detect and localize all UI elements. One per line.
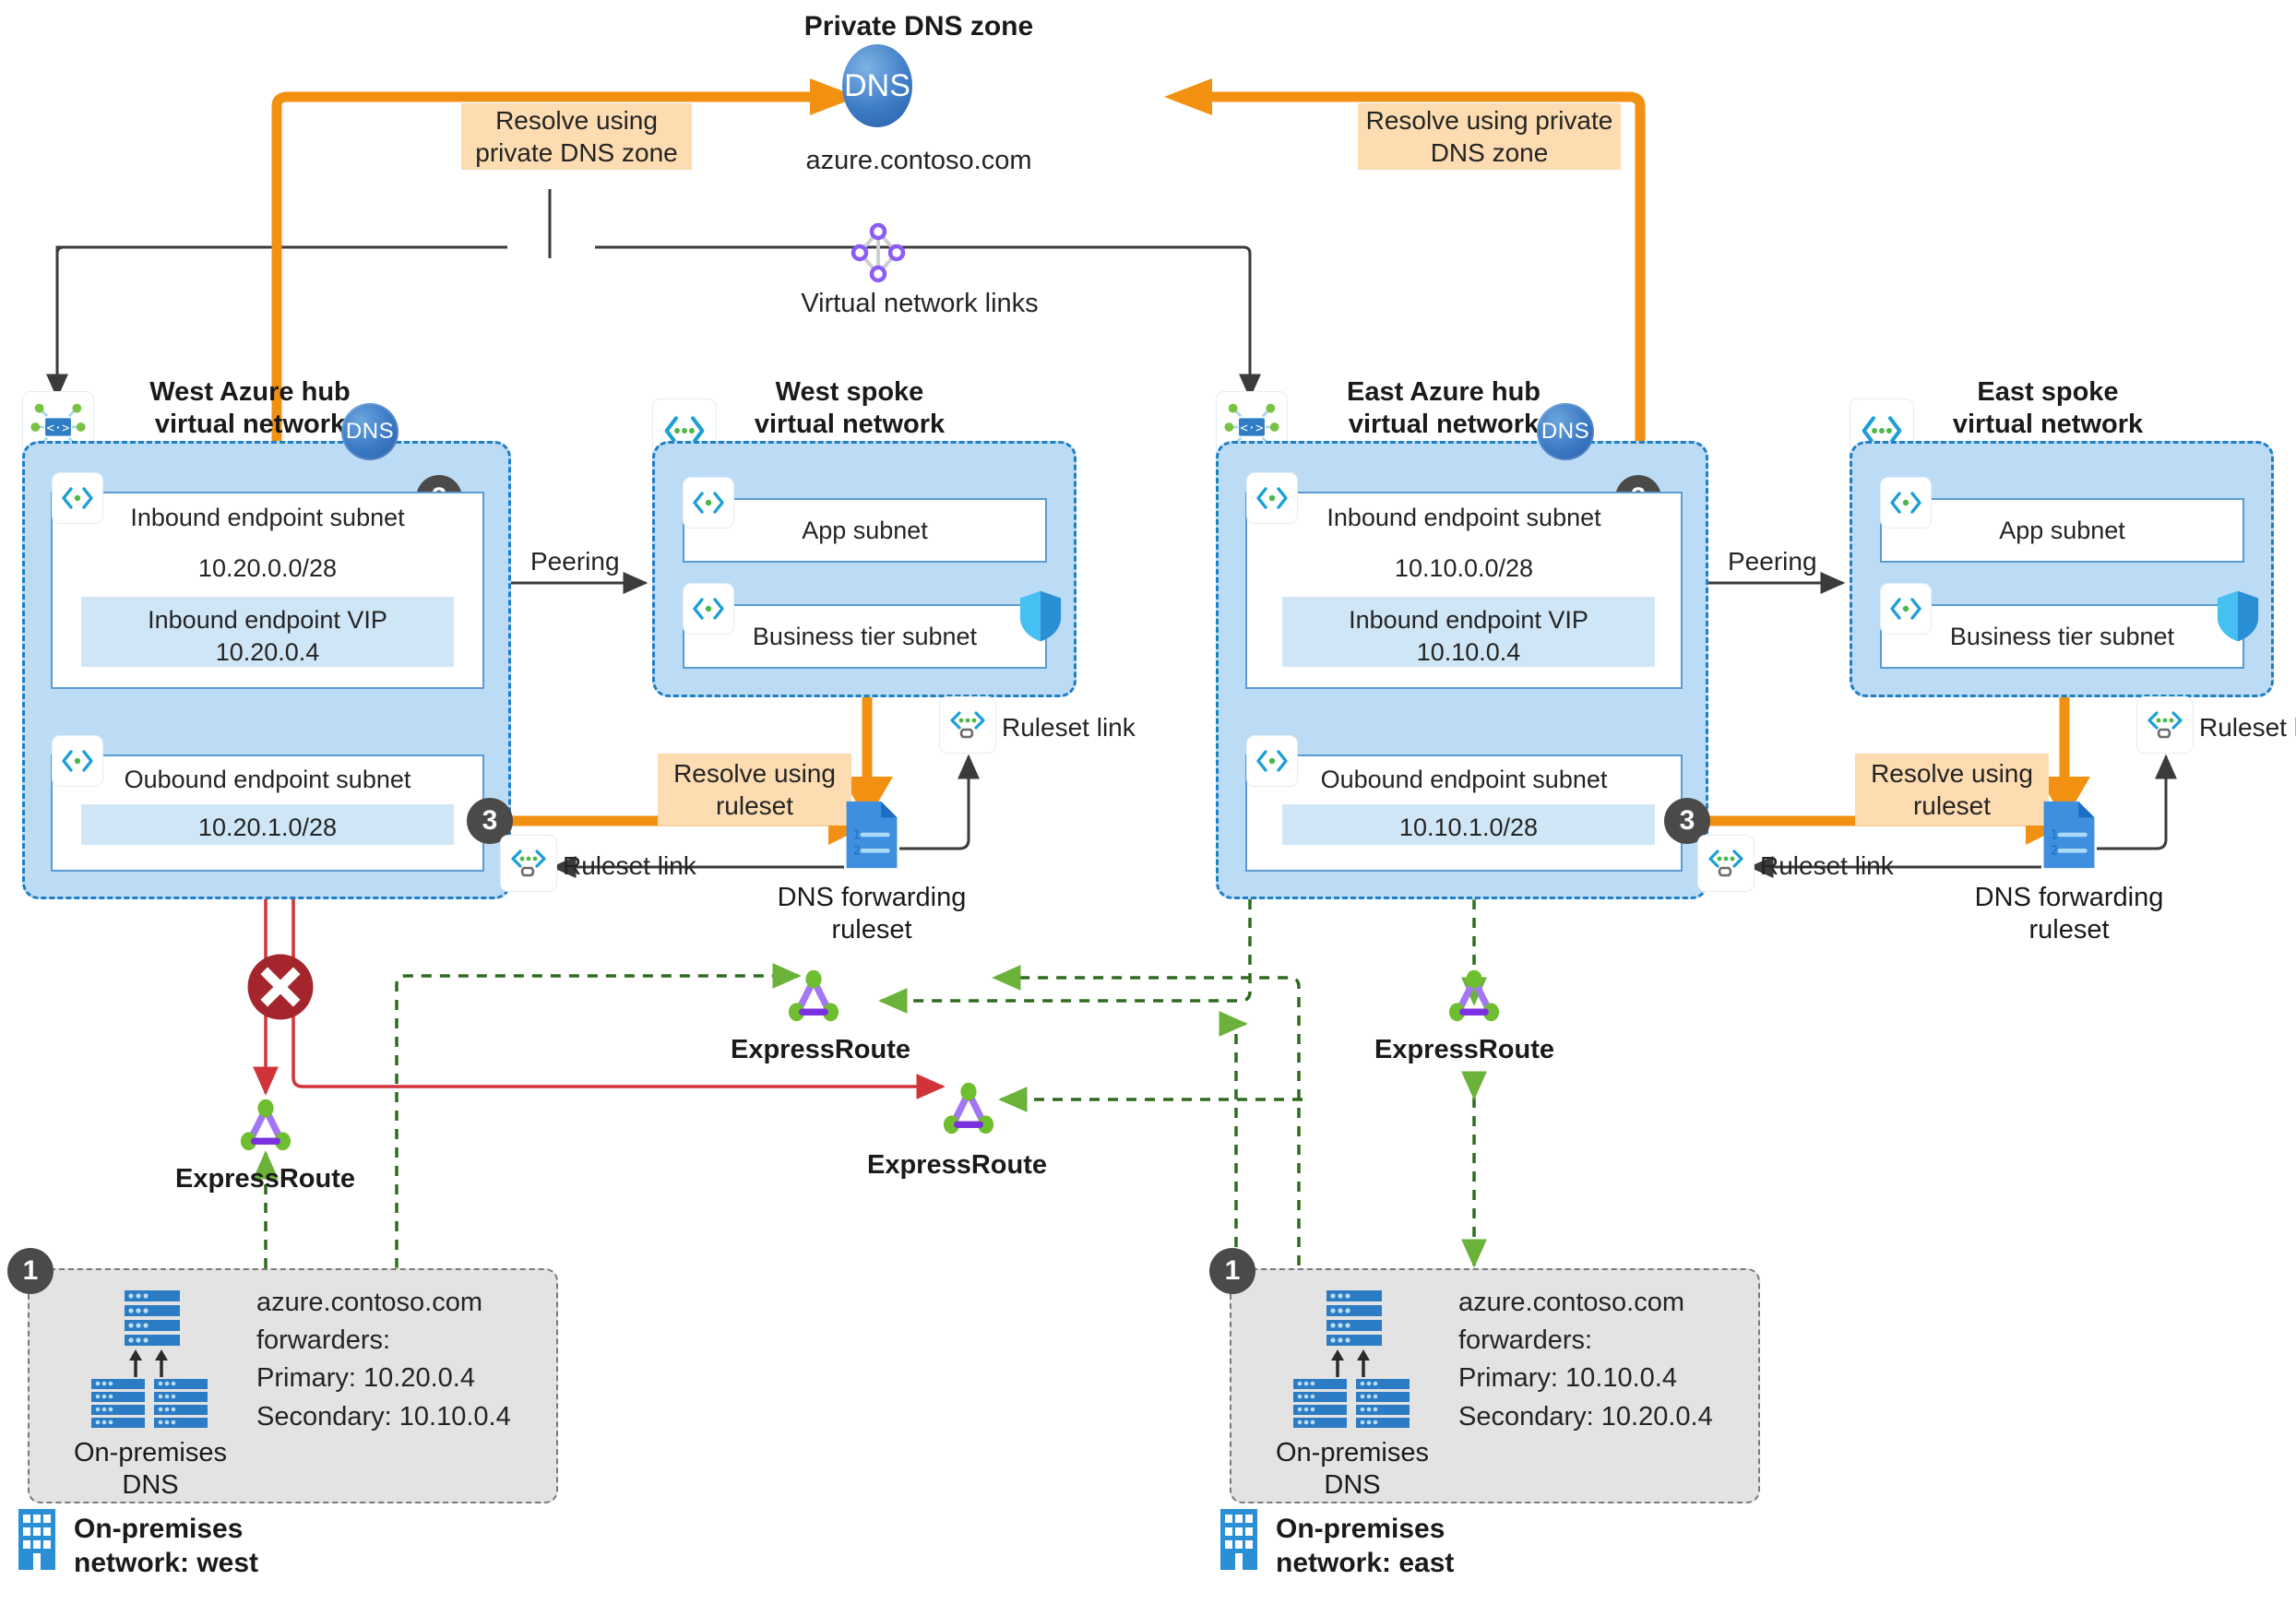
shield-icon [1017,588,1065,644]
expressroute-icon [1445,968,1504,1024]
dns-servers-icon [1271,1287,1428,1430]
expressroute-label: ExpressRoute [175,1164,356,1194]
callout-resolve-ruleset-east: Resolve using ruleset [1855,754,2049,826]
east-hub-dns-badge: DNS [1537,403,1594,460]
badge-step1-west: 1 [7,1248,54,1294]
west-inbound-vip-address: 10.20.0.4 [215,638,320,667]
peering-west-label: Peering [530,547,620,576]
expressroute-icon [939,1081,998,1136]
west-inbound-subnet-label: Inbound endpoint subnet [130,504,405,531]
svg-text:2: 2 [2051,845,2058,859]
east-inbound-vip: Inbound endpoint VIP 10.10.0.4 [1282,597,1655,667]
svg-text:<·>: <·> [1240,421,1263,435]
blocked-x-icon [245,952,315,1022]
west-ruleset-to-spoke-link [899,754,980,850]
green-expressroute-paths [253,873,1487,1295]
ruleset-document-icon: 1 2 [843,799,900,871]
callout-resolve-ruleset-west: Resolve using ruleset [658,754,851,826]
east-outbound-subnet-cidr: 10.10.1.0/28 [1398,814,1539,841]
east-ruleset-to-spoke-link [2097,754,2177,850]
west-outbound-cidr-box: 10.20.1.0/28 [81,804,454,845]
badge-step1-east: 1 [1209,1248,1255,1294]
subnet-icon [52,735,103,787]
east-hub-ruleset-link-label: Ruleset link [1760,851,1894,880]
callout-resolve-private-dns-west: Resolve using private DNS zone [461,103,692,170]
east-spoke-app-subnet-label: App subnet [1999,517,2125,544]
east-spoke-business-subnet-label: Business tier subnet [1949,623,2175,650]
east-ruleset-title: DNS forwarding ruleset [1974,883,2164,945]
west-ruleset-title: DNS forwarding ruleset [777,883,967,945]
building-icon [1219,1507,1259,1572]
building-icon [17,1507,57,1572]
onprem-west-dns-label: On-premises DNS [74,1438,227,1501]
west-hub-ruleset-link-label: Ruleset link [563,851,696,880]
expressroute-label: ExpressRoute [731,1035,911,1064]
vnet-link-west-arrow [46,245,68,399]
west-spoke-ruleset-link-label: Ruleset link [1002,713,1136,742]
ruleset-document-icon: 1 2 [2040,799,2098,871]
expressroute-icon [784,968,843,1024]
private-dns-zone-title: Private DNS zone [803,11,1034,42]
west-outbound-subnet-cidr: 10.20.1.0/28 [197,814,338,841]
virtual-network-links-icon [845,220,911,286]
east-inbound-subnet-label: Inbound endpoint subnet [1326,504,1601,531]
svg-text:<·>: <·> [46,421,69,435]
ruleset-link-icon [939,696,996,754]
expressroute-icon [236,1098,295,1153]
west-hub-title: West Azure hub virtual network [149,377,351,440]
east-spoke-ruleset-link-label: Ruleset link [2199,713,2296,742]
east-outbound-subnet-label: Oubound endpoint subnet [1320,766,1608,793]
expressroute-label: ExpressRoute [1374,1035,1555,1064]
onprem-west-network-label: On-premises network: west [74,1514,259,1578]
west-inbound-vip: Inbound endpoint VIP 10.20.0.4 [81,597,454,667]
east-inbound-vip-address: 10.10.0.4 [1416,638,1521,667]
east-hub-title: East Azure hub virtual network [1346,377,1541,440]
virtual-network-links-label: Virtual network links [801,289,1039,318]
dns-globe-label: DNS [844,67,910,103]
ruleset-link-icon [1697,835,1755,892]
east-outbound-cidr-box: 10.10.1.0/28 [1282,804,1655,845]
dns-servers-icon [69,1287,226,1430]
east-spoke-business-subnet [1880,604,2244,669]
west-spoke-app-subnet-label: App subnet [802,517,928,544]
east-inbound-subnet-cidr: 10.10.0.0/28 [1394,554,1534,582]
east-spoke-title: East spoke virtual network [1952,377,2144,440]
west-spoke-app-subnet [683,498,1047,563]
onprem-west-forwarders: azure.contoso.com forwarders: Primary: 1… [256,1288,511,1432]
svg-text:1: 1 [853,828,861,842]
ruleset-link-icon [2136,696,2194,754]
onprem-east-dns-label: On-premises DNS [1276,1438,1429,1501]
expressroute-label: ExpressRoute [867,1150,1048,1180]
east-hub-dns-label: DNS [1541,419,1590,444]
west-hub-dns-label: DNS [345,419,395,444]
west-inbound-subnet-cidr: 10.20.0.0/28 [197,554,338,582]
onprem-east-forwarders: azure.contoso.com forwarders: Primary: 1… [1458,1288,1713,1432]
subnet-icon [1246,472,1298,524]
west-outbound-subnet-label: Oubound endpoint subnet [124,766,411,793]
onprem-east-network-label: On-premises network: east [1276,1514,1455,1578]
green-onprem-east-link [1219,1011,1248,1265]
east-inbound-vip-label: Inbound endpoint VIP [1349,606,1588,634]
west-inbound-vip-label: Inbound endpoint VIP [148,606,387,634]
dns-globe-icon: DNS [842,44,912,127]
svg-text:1: 1 [2051,828,2058,842]
west-hub-dns-badge: DNS [341,403,399,460]
shield-icon [2214,588,2262,644]
svg-text:2: 2 [853,845,861,859]
ruleset-link-icon [500,835,557,892]
peering-east-label: Peering [1728,547,1817,576]
east-spoke-app-subnet [1880,498,2244,563]
callout-resolve-private-dns-east: Resolve using private DNS zone [1358,103,1621,170]
west-spoke-title: West spoke virtual network [754,377,946,440]
west-spoke-business-subnet-label: Business tier subnet [752,623,978,650]
private-dns-zone-name: azure.contoso.com [805,146,1032,175]
